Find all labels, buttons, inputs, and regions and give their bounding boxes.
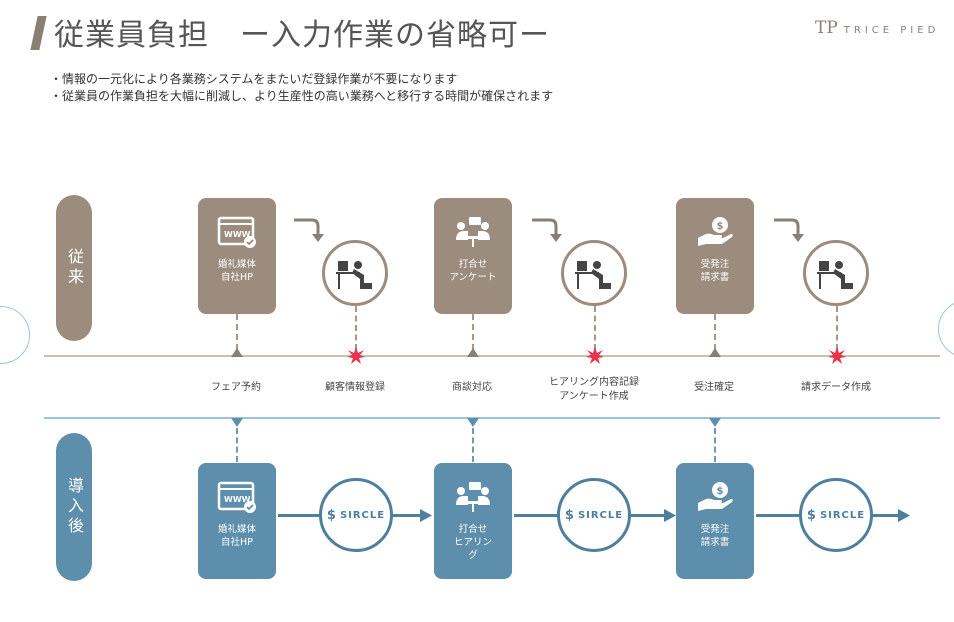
triangle-down-marker-icon bbox=[709, 418, 721, 427]
box-label: 婚礼媒体 自社HP bbox=[217, 524, 256, 548]
triangle-marker-icon bbox=[709, 348, 721, 357]
connector bbox=[236, 314, 238, 350]
connector bbox=[714, 428, 716, 462]
prev-nav-circle[interactable] bbox=[0, 306, 30, 364]
meeting-icon bbox=[453, 216, 493, 252]
logo-text: TRICE PIED bbox=[843, 25, 940, 36]
before-box-order: $ 受発注 請求書 bbox=[676, 198, 754, 314]
triangle-marker-icon bbox=[231, 348, 243, 357]
alert-burst-icon bbox=[347, 347, 365, 364]
sircle-logo-icon: $ bbox=[564, 507, 575, 523]
after-box-meeting: 打合せ ヒアリン グ bbox=[434, 463, 512, 579]
timeline-before bbox=[44, 355, 940, 357]
box-label: 受発注 請求書 bbox=[700, 524, 730, 548]
tired-worker-icon bbox=[817, 261, 853, 289]
box-label: 打合せ アンケート bbox=[449, 259, 497, 283]
after-box-order: $ 受発注 請求書 bbox=[676, 463, 754, 579]
triangle-down-marker-icon bbox=[467, 418, 479, 427]
sircle-logo-icon: $ bbox=[806, 507, 817, 523]
triangle-marker-icon bbox=[467, 348, 479, 357]
step-label: フェア予約 bbox=[211, 382, 261, 393]
step-label: 受注確定 bbox=[694, 382, 734, 393]
bullet-1: ・情報の一元化により各業務システムをまたいだ登録作業が不要になります bbox=[50, 72, 458, 86]
curve-arrow-icon bbox=[532, 218, 562, 242]
arrow-head-icon bbox=[898, 509, 910, 522]
logo-mark: TP bbox=[815, 18, 838, 38]
money-hand-icon: $ bbox=[695, 481, 735, 517]
sircle-logo-icon: $ bbox=[326, 507, 337, 523]
curve-arrow-icon bbox=[294, 218, 324, 242]
step-label: 請求データ作成 bbox=[801, 382, 871, 393]
sircle-circle-2: $SIRCLE bbox=[557, 478, 631, 552]
worker-circle-3 bbox=[803, 240, 869, 306]
worker-circle-2 bbox=[561, 240, 627, 306]
before-box-meeting: 打合せ アンケート bbox=[434, 198, 512, 314]
alert-burst-icon bbox=[586, 347, 604, 364]
tired-worker-icon bbox=[575, 261, 611, 289]
triangle-down-marker-icon bbox=[231, 418, 243, 427]
connector bbox=[594, 306, 596, 350]
before-box-media: WWW 婚礼媒体 自社HP bbox=[198, 198, 276, 314]
timeline-after bbox=[44, 417, 940, 419]
alert-burst-icon bbox=[828, 347, 846, 364]
website-icon: WWW bbox=[217, 481, 257, 517]
arrow-head-icon bbox=[420, 509, 432, 522]
row-label-before: 従来 bbox=[56, 195, 92, 341]
step-label: ヒアリング内容記録 アンケート作成 bbox=[549, 377, 639, 402]
sircle-circle-1: $SIRCLE bbox=[319, 478, 393, 552]
connector bbox=[472, 314, 474, 350]
box-label: 打合せ ヒアリン グ bbox=[453, 524, 492, 561]
page-title: 従業員負担 ー入力作業の省略可ー bbox=[54, 18, 550, 53]
sircle-circle-3: $SIRCLE bbox=[799, 478, 873, 552]
box-label: 婚礼媒体 自社HP bbox=[217, 259, 256, 283]
meeting-icon bbox=[453, 481, 493, 517]
row-label-after: 導入後 bbox=[56, 433, 92, 581]
worker-circle-1 bbox=[322, 240, 388, 306]
connector bbox=[472, 428, 474, 462]
after-box-media: WWW 婚礼媒体 自社HP bbox=[198, 463, 276, 579]
connector bbox=[355, 306, 357, 350]
next-nav-circle[interactable] bbox=[938, 300, 954, 358]
tired-worker-icon bbox=[336, 261, 372, 289]
website-icon: WWW bbox=[217, 216, 257, 252]
svg-text:$: $ bbox=[717, 486, 724, 497]
svg-text:$: $ bbox=[717, 221, 724, 232]
title-accent-bar bbox=[30, 16, 47, 50]
connector bbox=[236, 428, 238, 462]
bullet-2: ・従業員の作業負担を大幅に削減し、より生産性の高い業務へと移行する時間が確保され… bbox=[50, 89, 554, 103]
box-label: 受発注 請求書 bbox=[700, 259, 730, 283]
arrow-head-icon bbox=[664, 509, 676, 522]
svg-text:WWW: WWW bbox=[224, 230, 251, 239]
connector bbox=[836, 306, 838, 350]
step-label: 顧客情報登録 bbox=[325, 382, 385, 393]
svg-text:WWW: WWW bbox=[224, 495, 251, 504]
money-hand-icon: $ bbox=[695, 216, 735, 252]
curve-arrow-icon bbox=[774, 218, 804, 242]
connector bbox=[714, 314, 716, 350]
brand-logo: TP TRICE PIED bbox=[815, 18, 939, 38]
step-label: 商談対応 bbox=[452, 382, 492, 393]
